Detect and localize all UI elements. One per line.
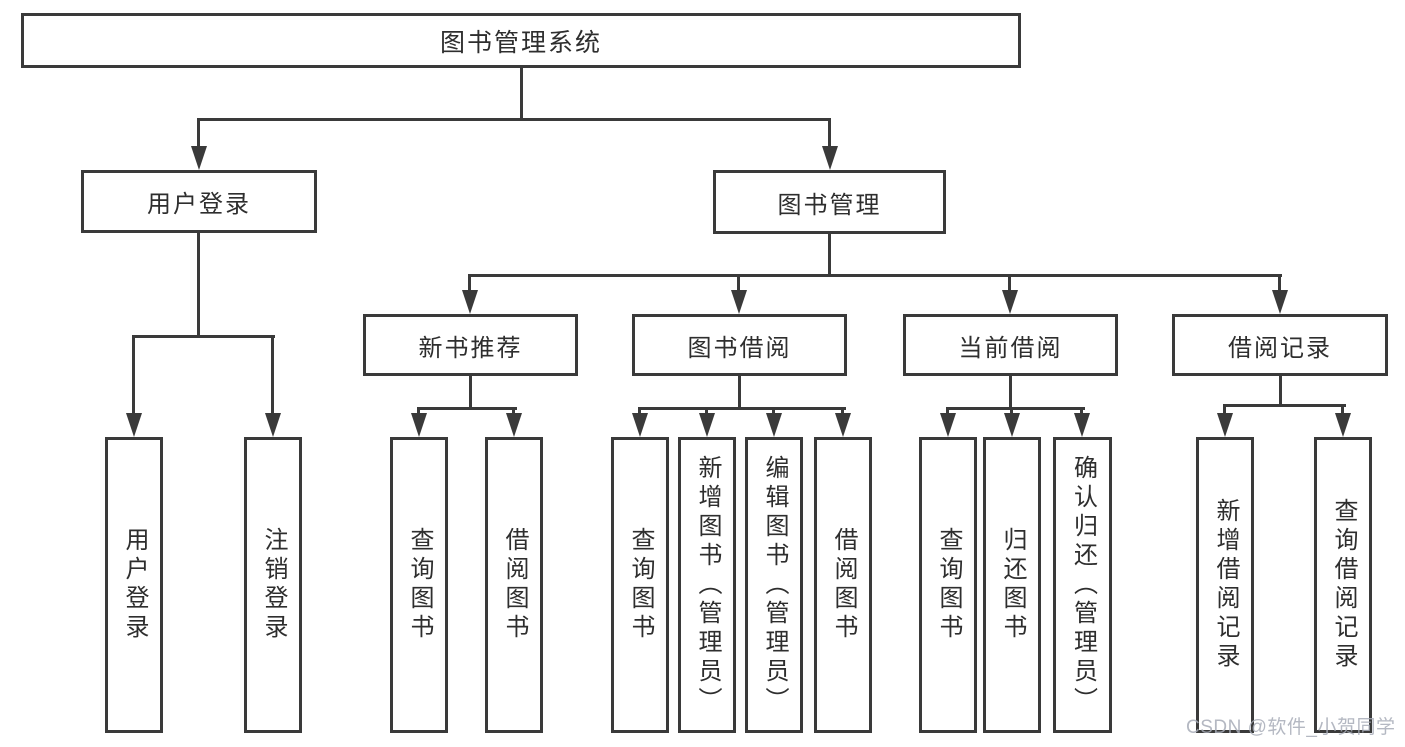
connector-line: [197, 120, 200, 150]
leaf-label: 查询图书: [627, 527, 654, 643]
leaf-user-login: 用户登录: [105, 437, 163, 733]
leaf-label: 编辑图书（管理员）: [761, 454, 788, 716]
leaf-add-books-admin: 新增图书（管理员）: [678, 437, 736, 733]
leaf-query-books-current: 查询图书: [919, 437, 977, 733]
connector-line: [828, 120, 831, 150]
node-user-login: 用户登录: [81, 170, 317, 233]
arrowhead-icon: [411, 413, 427, 437]
connector-line: [468, 274, 1282, 277]
leaf-label: 确认归还（管理员）: [1069, 454, 1097, 716]
connector-line: [1278, 276, 1281, 296]
leaf-logout: 注销登录: [244, 437, 302, 733]
connector-line: [197, 232, 200, 337]
leaf-confirm-return-admin: 确认归还（管理员）: [1053, 437, 1112, 733]
node-book-management: 图书管理: [713, 170, 946, 234]
leaf-edit-books-admin: 编辑图书（管理员）: [745, 437, 803, 733]
leaf-query-borrow-record: 查询借阅记录: [1314, 437, 1372, 733]
connector-line: [468, 276, 471, 296]
leaf-label: 用户登录: [121, 527, 148, 643]
node-label: 图书管理: [777, 191, 882, 219]
arrowhead-icon: [191, 146, 207, 170]
connector-line: [132, 337, 135, 419]
leaf-borrow-books: 借阅图书: [814, 437, 872, 733]
connector-line: [132, 335, 275, 338]
connector-line: [737, 276, 740, 296]
connector-line: [946, 407, 1085, 410]
node-current-borrowing: 当前借阅: [903, 314, 1118, 376]
leaf-add-borrow-record: 新增借阅记录: [1196, 437, 1254, 733]
leaf-query-books-borrow: 查询图书: [611, 437, 669, 733]
connector-line: [520, 68, 523, 118]
connector-line: [1223, 404, 1346, 407]
arrowhead-icon: [1002, 290, 1018, 314]
arrowhead-icon: [632, 413, 648, 437]
arrowhead-icon: [462, 290, 478, 314]
node-label: 新书推荐: [418, 334, 523, 362]
arrowhead-icon: [126, 413, 142, 437]
node-label: 图书管理系统: [439, 28, 602, 57]
leaf-borrow-books-recommend: 借阅图书: [485, 437, 543, 733]
connector-line: [1223, 406, 1226, 418]
node-label: 当前借阅: [958, 334, 1063, 362]
arrowhead-icon: [1217, 413, 1233, 437]
node-borrowing-records: 借阅记录: [1172, 314, 1388, 376]
arrowhead-icon: [699, 413, 715, 437]
arrowhead-icon: [1004, 413, 1020, 437]
connector-line: [738, 376, 741, 409]
connector-line: [271, 337, 274, 419]
node-book-borrowing: 图书借阅: [632, 314, 847, 376]
arrowhead-icon: [265, 413, 281, 437]
watermark: CSDN @软件_小贺同学: [1186, 717, 1396, 738]
leaf-label: 查询图书: [935, 527, 962, 643]
connector-line: [1341, 406, 1344, 418]
connector-line: [417, 407, 517, 410]
connector-line: [469, 376, 472, 409]
arrowhead-icon: [835, 413, 851, 437]
connector-line: [1008, 276, 1011, 296]
connector-line: [638, 407, 846, 410]
arrowhead-icon: [506, 413, 522, 437]
leaf-label: 借阅图书: [501, 527, 528, 643]
arrowhead-icon: [731, 290, 747, 314]
connector-line: [1279, 376, 1282, 406]
node-label: 借阅记录: [1228, 334, 1332, 362]
leaf-return-books: 归还图书: [983, 437, 1041, 733]
leaf-label: 注销登录: [260, 527, 287, 643]
leaf-label: 借阅图书: [830, 527, 857, 643]
leaf-label: 查询图书: [406, 527, 433, 643]
connector-line: [197, 118, 831, 121]
node-label: 用户登录: [147, 191, 251, 218]
arrowhead-icon: [1272, 290, 1288, 314]
arrowhead-icon: [766, 413, 782, 437]
arrowhead-icon: [940, 413, 956, 437]
node-library-management-system: 图书管理系统: [21, 13, 1021, 68]
leaf-query-books-recommend: 查询图书: [390, 437, 448, 733]
arrowhead-icon: [822, 146, 838, 170]
leaf-label: 查询借阅记录: [1330, 498, 1357, 672]
arrowhead-icon: [1074, 413, 1090, 437]
arrowhead-icon: [1335, 413, 1351, 437]
connector-line: [828, 234, 831, 276]
connector-line: [1009, 376, 1012, 409]
leaf-label: 归还图书: [999, 527, 1026, 643]
node-new-book-recommend: 新书推荐: [363, 314, 578, 376]
leaf-label: 新增借阅记录: [1212, 498, 1239, 672]
node-label: 图书借阅: [687, 334, 792, 362]
leaf-label: 新增图书（管理员）: [694, 454, 721, 716]
